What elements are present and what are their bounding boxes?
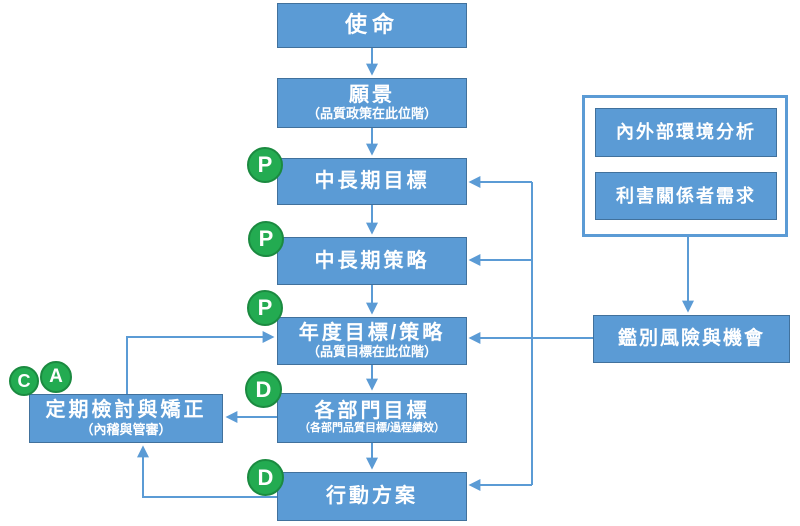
do-badge-dept-goal: D bbox=[245, 371, 282, 408]
vision-sublabel: （品質政策在此位階） bbox=[306, 106, 437, 122]
annual-goal-box: 年度目標/策略 （品質目標在此位階） bbox=[277, 317, 467, 365]
dept-goal-sublabel: （各部門品質目標/過程績效） bbox=[298, 422, 446, 435]
check-badge-review: C bbox=[9, 366, 39, 396]
stakeholder-needs-label: 利害關係者需求 bbox=[616, 185, 756, 206]
mission-box: 使命 bbox=[277, 3, 467, 48]
action-plan-label: 行動方案 bbox=[326, 485, 418, 508]
arrow-action-to-review bbox=[137, 445, 277, 498]
dept-goal-box: 各部門目標 （各部門品質目標/過程績效） bbox=[277, 393, 467, 443]
risk-opportunity-label: 鑑別風險與機會 bbox=[617, 328, 765, 350]
vision-label: 願景 bbox=[349, 83, 395, 106]
vision-box: 願景 （品質政策在此位階） bbox=[277, 78, 467, 128]
stakeholder-needs-box: 利害關係者需求 bbox=[595, 172, 777, 220]
dept-goal-label: 各部門目標 bbox=[314, 399, 430, 422]
act-badge-review: A bbox=[40, 361, 72, 393]
plan-badge-annual-goal: P bbox=[247, 290, 283, 326]
annual-goal-label: 年度目標/策略 bbox=[298, 321, 446, 344]
midlong-goal-label: 中長期目標 bbox=[314, 170, 430, 193]
plan-badge-midlong-goal: P bbox=[247, 147, 283, 183]
risk-opportunity-box: 鑑別風險與機會 bbox=[593, 315, 790, 363]
review-box: 定期檢討與矯正 （內稽與管審） bbox=[29, 394, 223, 443]
env-analysis-label: 內外部環境分析 bbox=[616, 122, 756, 143]
review-sublabel: （內稽與管審） bbox=[80, 421, 172, 437]
plan-badge-midlong-strategy: P bbox=[248, 221, 284, 257]
env-analysis-box: 內外部環境分析 bbox=[595, 108, 777, 157]
arrow-review-to-annual bbox=[126, 331, 275, 394]
action-plan-box: 行動方案 bbox=[277, 472, 467, 521]
annual-goal-sublabel: （品質目標在此位階） bbox=[306, 344, 437, 360]
midlong-goal-box: 中長期目標 bbox=[277, 158, 467, 205]
midlong-strategy-box: 中長期策略 bbox=[277, 237, 467, 285]
mission-label: 使命 bbox=[344, 12, 399, 38]
review-label: 定期檢討與矯正 bbox=[45, 399, 207, 422]
midlong-strategy-label: 中長期策略 bbox=[314, 249, 430, 272]
do-badge-action-plan: D bbox=[247, 459, 284, 496]
